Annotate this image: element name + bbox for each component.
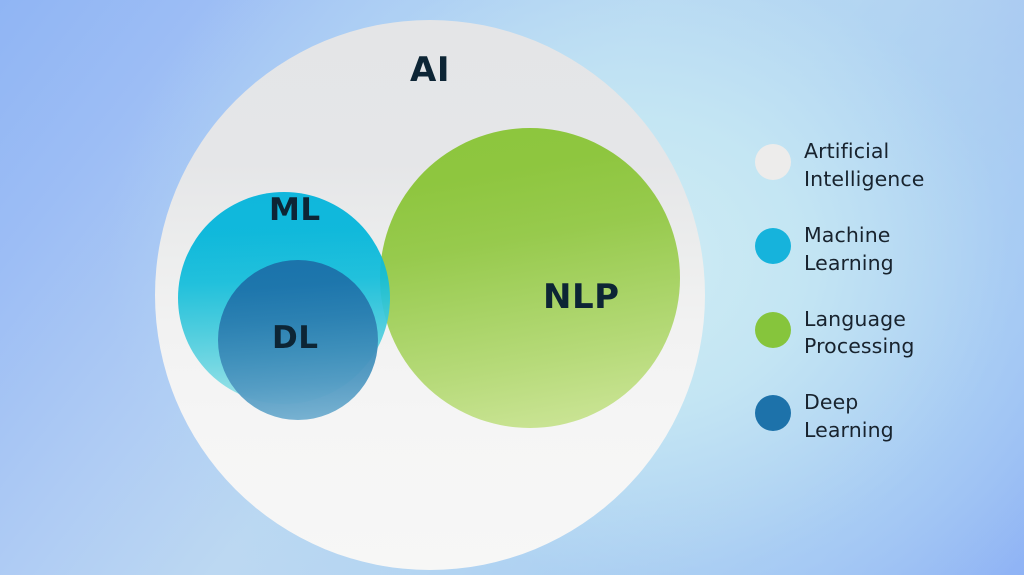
legend-item-deep-learning: Deep Learning <box>755 389 1005 445</box>
legend-label-deep-learning: Deep Learning <box>804 390 894 443</box>
legend-swatch-icon-artificial-intelligence <box>755 144 791 180</box>
legend-swatch-icon-machine-learning <box>755 227 791 264</box>
legend-label-language-processing: Language Processing <box>804 306 915 359</box>
legend-label-machine-learning: Machine Learning <box>804 222 894 275</box>
label-nlp: NLP <box>543 277 620 317</box>
legend-item-language-processing: Language Processing <box>755 306 1005 362</box>
legend-item-machine-learning: Machine Learning <box>755 222 1005 278</box>
label-ml: ML <box>269 192 321 228</box>
legend-swatch-icon-language-processing <box>755 311 791 348</box>
label-ai: AI <box>410 50 450 90</box>
circle-language-processing <box>380 128 680 428</box>
legend-item-artificial-intelligence: Artificial Intelligence <box>755 138 1005 194</box>
legend: Artificial Intelligence Machine Learning… <box>755 138 1005 473</box>
label-dl: DL <box>272 320 319 356</box>
legend-swatch-icon-deep-learning <box>755 395 791 432</box>
legend-label-artificial-intelligence: Artificial Intelligence <box>804 139 925 191</box>
circle-deep-learning <box>218 260 378 420</box>
